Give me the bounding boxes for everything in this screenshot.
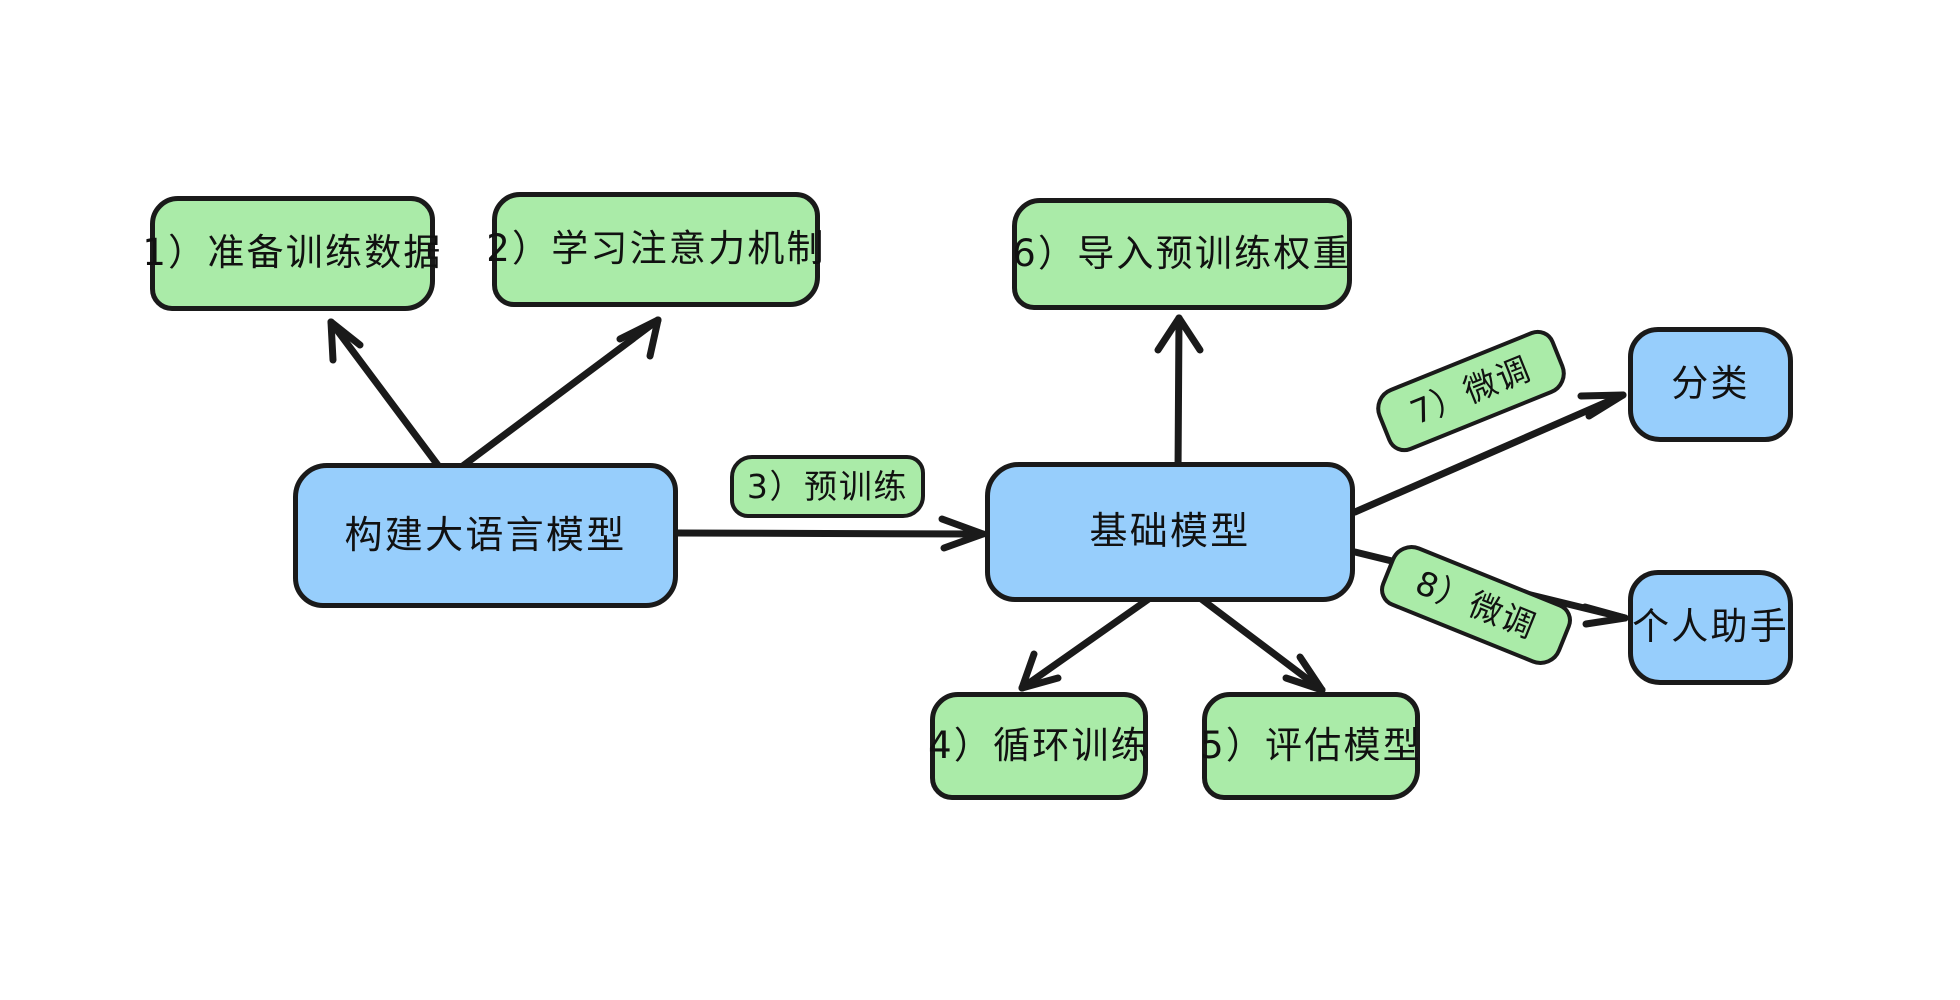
node-prepare-data[interactable]: 1）准备训练数据 (142, 196, 440, 311)
node-finetune-tag-8-label: 8）微调 (1410, 562, 1543, 647)
node-personal-assistant[interactable]: 个人助手 (1628, 570, 1793, 685)
node-loop-training-label: 4）循环训练 (928, 723, 1150, 767)
edge-foundation-model-to-load-weights (1154, 314, 1204, 478)
node-classification-label: 分类 (1671, 362, 1750, 406)
edge-foundation-model-to-evaluate-model (1196, 594, 1326, 694)
node-attention-label: 2）学习注意力机制 (486, 227, 826, 271)
node-build-llm[interactable]: 构建大语言模型 (293, 463, 678, 608)
node-evaluate-model[interactable]: 5）评估模型 (1200, 692, 1422, 800)
node-evaluate-model-label: 5）评估模型 (1200, 723, 1422, 767)
node-load-weights[interactable]: 6）导入预训练权重 (1012, 198, 1352, 310)
node-pretrain-tag[interactable]: 3）预训练 (730, 455, 925, 518)
edge-foundation-model-to-loop-training (1018, 594, 1154, 692)
node-finetune-tag-8[interactable]: 8）微调 (1374, 538, 1578, 672)
node-personal-assistant-label: 个人助手 (1632, 605, 1789, 649)
node-build-llm-label: 构建大语言模型 (344, 512, 627, 557)
node-load-weights-label: 6）导入预训练权重 (1012, 231, 1352, 275)
node-finetune-tag-7-label: 7）微调 (1404, 348, 1537, 433)
node-finetune-tag-7[interactable]: 7）微调 (1369, 324, 1573, 458)
node-prepare-data-label: 1）准备训练数据 (142, 231, 443, 275)
node-attention[interactable]: 2）学习注意力机制 (486, 192, 824, 307)
node-foundation-model-label: 基础模型 (1089, 509, 1251, 554)
edge-build-llm-to-foundation-model (672, 515, 987, 552)
node-pretrain-tag-label: 3）预训练 (746, 466, 909, 506)
edge-build-llm-to-attention (456, 316, 662, 472)
node-foundation-model[interactable]: 基础模型 (985, 462, 1355, 602)
edge-build-llm-to-prepare-data (327, 318, 444, 472)
node-loop-training[interactable]: 4）循环训练 (928, 692, 1150, 800)
node-classification[interactable]: 分类 (1628, 327, 1793, 442)
